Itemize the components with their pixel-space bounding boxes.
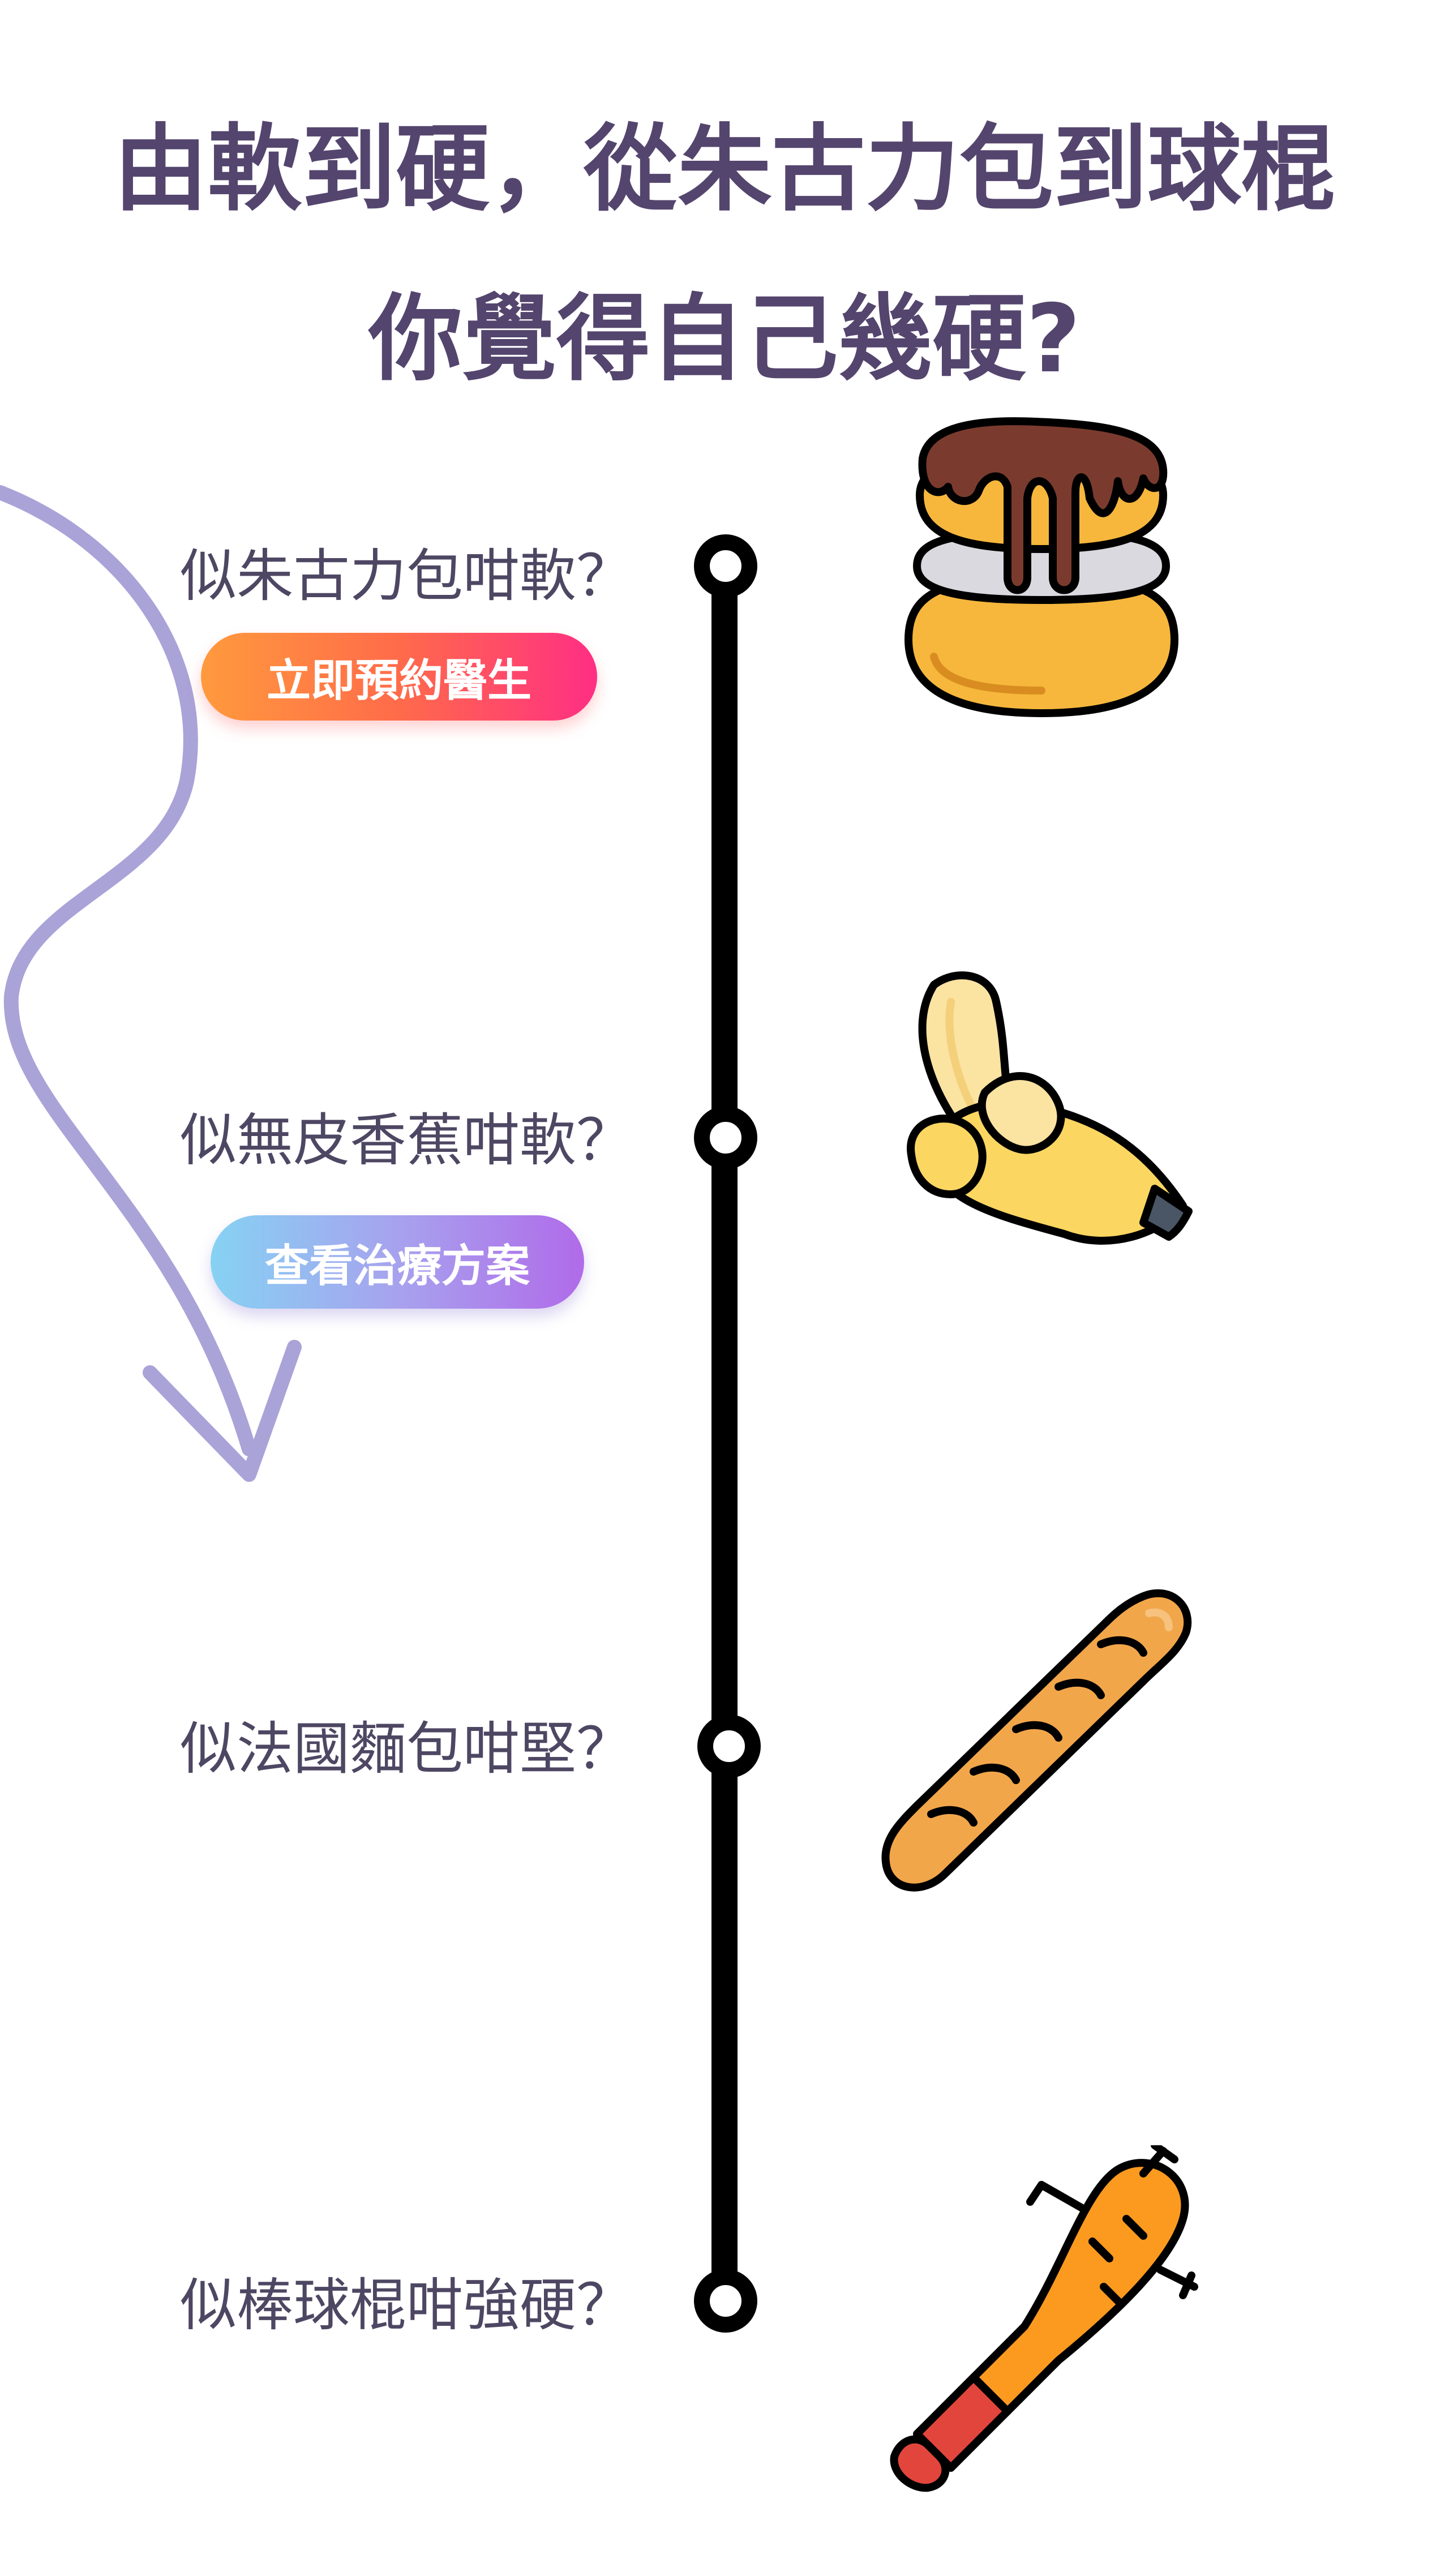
timeline-node-2: [694, 1106, 757, 1169]
timeline-node-1: [694, 534, 757, 598]
question-chocolate-bun: 似朱古力包咁軟？: [180, 543, 633, 609]
question-peeled-banana: 似無皮香蕉咁軟？: [180, 1107, 633, 1173]
page-title: 由軟到硬，從朱古力包到球棍 你覺得自己幾硬?: [0, 85, 1449, 425]
arrow-head-icon: [143, 1340, 302, 1482]
spiked-bat-icon: [890, 2145, 1198, 2492]
title-line-2: 你覺得自己幾硬?: [368, 285, 1081, 394]
question-baguette: 似法國麵包咁堅？: [180, 1716, 633, 1782]
book-doctor-button[interactable]: 立即預約醫生: [201, 633, 597, 721]
question-baseball-bat: 似棒球棍咁強硬？: [180, 2272, 633, 2338]
title-line-1: 由軟到硬，從朱古力包到球棍: [114, 115, 1335, 224]
curved-arrow-icon: [0, 485, 256, 1456]
timeline-node-4: [694, 2269, 757, 2333]
timeline-node-3: [697, 1715, 761, 1778]
baguette-icon: [881, 1589, 1192, 1892]
peeled-banana-icon: [907, 971, 1193, 1245]
view-treatment-button[interactable]: 查看治療方案: [211, 1215, 584, 1309]
chocolate-bun-icon: [904, 417, 1178, 717]
